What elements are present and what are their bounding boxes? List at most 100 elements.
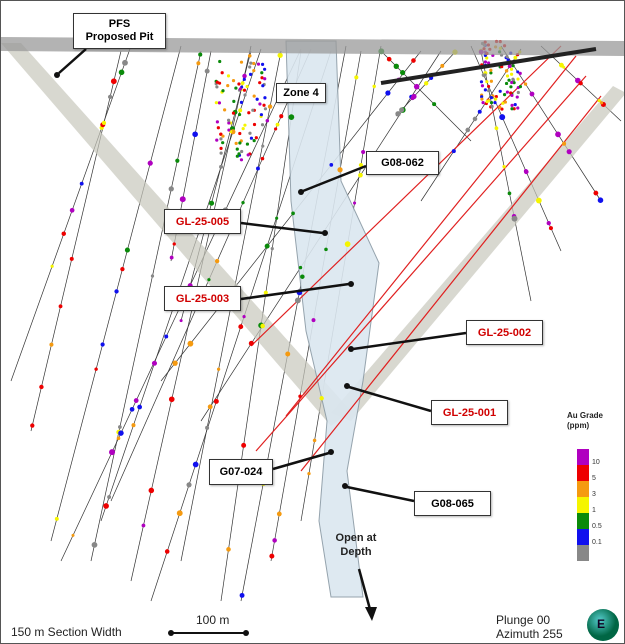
assay-interval bbox=[239, 592, 245, 598]
plunge-label: Plunge 00 bbox=[496, 613, 551, 627]
assay-interval bbox=[486, 84, 491, 89]
assay-interval bbox=[187, 340, 194, 347]
assay-interval bbox=[100, 342, 105, 347]
assay-interval bbox=[472, 116, 478, 122]
assay-interval bbox=[120, 266, 125, 272]
assay-interval bbox=[91, 541, 98, 548]
assay-interval bbox=[240, 81, 245, 86]
assay-interval bbox=[192, 461, 199, 468]
assay-interval bbox=[235, 154, 239, 158]
assay-interval bbox=[424, 81, 429, 86]
assay-interval bbox=[499, 114, 506, 121]
azimuth-label: Azimuth 255 bbox=[496, 627, 563, 641]
assay-interval bbox=[480, 95, 484, 99]
assay-interval bbox=[103, 503, 109, 509]
assay-interval bbox=[487, 89, 491, 93]
assay-interval bbox=[400, 70, 406, 76]
assay-interval bbox=[234, 141, 238, 145]
assay-interval bbox=[509, 67, 514, 71]
assay-interval bbox=[507, 191, 512, 196]
assay-interval bbox=[198, 52, 203, 57]
assay-interval bbox=[238, 131, 242, 136]
assay-interval bbox=[245, 84, 249, 89]
assay-interval bbox=[265, 118, 270, 123]
assay-interval bbox=[116, 436, 121, 441]
assay-interval bbox=[219, 137, 223, 141]
assay-interval bbox=[248, 131, 252, 135]
assay-interval bbox=[118, 430, 124, 436]
assay-interval bbox=[486, 61, 491, 65]
assay-interval bbox=[94, 367, 98, 371]
assay-interval bbox=[511, 215, 518, 222]
assay-interval bbox=[263, 290, 268, 295]
assay-interval bbox=[227, 128, 231, 132]
assay-interval bbox=[264, 243, 270, 249]
assay-interval bbox=[237, 82, 241, 86]
label-gl-25-003: GL-25-003 bbox=[164, 286, 241, 311]
assay-interval bbox=[518, 85, 523, 89]
assay-interval bbox=[480, 84, 485, 88]
assay-interval bbox=[147, 160, 153, 166]
assay-interval bbox=[504, 81, 509, 86]
assay-interval bbox=[221, 134, 225, 138]
legend-value: 3 bbox=[592, 491, 596, 498]
arrow-heads bbox=[54, 72, 377, 621]
assay-interval bbox=[242, 315, 246, 319]
label-g07-024: G07-024 bbox=[209, 459, 273, 485]
assay-interval bbox=[477, 109, 482, 114]
legend-swatch bbox=[577, 465, 589, 481]
assay-interval bbox=[274, 127, 278, 131]
pit-label-line1: PFS bbox=[108, 18, 131, 30]
legend-swatch bbox=[577, 513, 589, 529]
assay-interval bbox=[238, 141, 242, 145]
assay-interval bbox=[518, 71, 522, 75]
assay-interval bbox=[30, 423, 35, 428]
assay-interval bbox=[243, 123, 247, 127]
assay-interval bbox=[507, 78, 511, 82]
drill-holes bbox=[10, 45, 622, 602]
assay-interval bbox=[353, 201, 357, 205]
assay-interval bbox=[241, 201, 245, 205]
assay-interval bbox=[168, 396, 175, 403]
assay-interval bbox=[148, 487, 155, 494]
assay-interval bbox=[259, 113, 264, 117]
assay-interval bbox=[263, 96, 267, 100]
assay-interval bbox=[226, 547, 231, 552]
assay-interval bbox=[243, 93, 247, 97]
assay-interval bbox=[489, 79, 493, 83]
assay-interval bbox=[260, 323, 265, 329]
assay-interval bbox=[298, 265, 303, 270]
assay-interval bbox=[254, 136, 258, 140]
assay-interval bbox=[260, 76, 264, 80]
assay-interval bbox=[513, 55, 518, 60]
assay-interval bbox=[248, 340, 254, 346]
assay-interval bbox=[239, 158, 244, 162]
section-width-label: 150 m Section Width bbox=[11, 625, 122, 639]
assay-interval bbox=[251, 108, 255, 112]
assay-interval bbox=[216, 126, 220, 130]
assay-interval bbox=[256, 62, 261, 66]
assay-interval bbox=[300, 274, 305, 279]
assay-interval bbox=[219, 146, 223, 150]
assay-interval bbox=[237, 112, 242, 117]
assay-interval bbox=[207, 278, 211, 282]
assay-interval bbox=[101, 120, 107, 126]
assay-interval bbox=[255, 97, 259, 101]
assay-interval bbox=[58, 304, 63, 309]
assay-interval bbox=[566, 149, 572, 155]
assay-interval bbox=[494, 97, 498, 101]
assay-interval bbox=[358, 162, 364, 168]
assay-interval bbox=[249, 136, 254, 140]
assay-interval bbox=[69, 207, 75, 213]
assay-interval bbox=[395, 111, 401, 117]
assay-interval bbox=[242, 77, 246, 81]
drill-hole bbox=[50, 45, 182, 542]
assay-interval bbox=[241, 127, 245, 131]
compass-letter: E bbox=[597, 617, 606, 631]
assay-interval bbox=[324, 247, 328, 252]
drill-hole bbox=[420, 48, 522, 202]
assay-interval bbox=[69, 256, 74, 261]
assay-interval bbox=[489, 101, 494, 105]
assay-interval bbox=[141, 523, 146, 528]
